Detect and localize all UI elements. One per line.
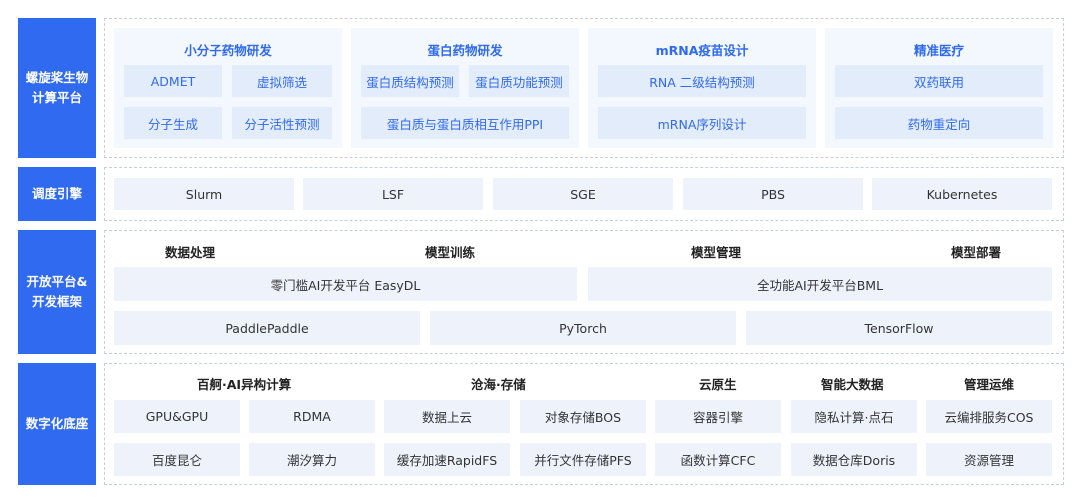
box-virtual-screening: 虚拟筛选 — [232, 65, 332, 97]
box-pytorch: PyTorch — [430, 311, 736, 345]
box-protein-structure: 蛋白质结构预测 — [361, 65, 459, 97]
row-label-digital-foundation: 数字化底座 — [18, 363, 96, 485]
box-drug-combination: 双药联用 — [835, 65, 1043, 97]
row-label-scheduling: 调度引擎 — [18, 167, 96, 221]
box-molecule-generation: 分子生成 — [124, 107, 222, 139]
header-storage: 沧海·存储 — [471, 377, 526, 392]
box-mrna-sequence: mRNA序列设计 — [598, 107, 806, 139]
box-rdma: RDMA — [249, 400, 375, 433]
box-bml: 全功能AI开发平台BML — [588, 267, 1052, 301]
group-protein: 蛋白药物研发 蛋白质结构预测 蛋白质功能预测 蛋白质与蛋白质相互作用PPI — [351, 28, 579, 148]
open-platform-panel: 数据处理 模型训练 模型管理 模型部署 零门槛AI开发平台 EasyDL 全功能… — [104, 230, 1064, 354]
header-model-deployment: 模型部署 — [951, 245, 1002, 260]
bio-panel: 小分子药物研发 ADMET 虚拟筛选 分子生成 分子活性预测 蛋白药物研发 蛋白… — [104, 18, 1064, 158]
box-kubernetes: Kubernetes — [872, 178, 1052, 210]
header-data-processing: 数据处理 — [165, 245, 216, 260]
box-data-to-cloud: 数据上云 — [384, 400, 510, 433]
header-model-management: 模型管理 — [691, 245, 742, 260]
header-ai-compute: 百舸·AI异构计算 — [197, 377, 292, 392]
box-lsf: LSF — [303, 178, 483, 210]
box-drug-repurposing: 药物重定向 — [835, 107, 1043, 139]
row-scheduling: 调度引擎 Slurm LSF SGE PBS Kubernetes — [18, 167, 1064, 221]
header-model-training: 模型训练 — [425, 245, 476, 260]
row-open-platform: 开放平台& 开发框架 数据处理 模型训练 模型管理 模型部署 零门槛AI开发平台… — [18, 230, 1064, 354]
group-small-molecule: 小分子药物研发 ADMET 虚拟筛选 分子生成 分子活性预测 — [114, 28, 342, 148]
box-molecule-activity: 分子活性预测 — [232, 107, 332, 139]
row-digital-foundation: 数字化底座 百舸·AI异构计算 沧海·存储 云原生 智能大数据 管理运维 GPU… — [18, 363, 1064, 485]
row-label-open-platform: 开放平台& 开发框架 — [18, 230, 96, 354]
box-gpu: GPU&GPU — [114, 400, 240, 433]
box-pbs: PBS — [683, 178, 863, 210]
box-resource-management: 资源管理 — [926, 443, 1052, 476]
box-tidal-compute: 潮汐算力 — [249, 443, 375, 476]
box-pfs: 并行文件存储PFS — [520, 443, 646, 476]
box-tensorflow: TensorFlow — [746, 311, 1052, 345]
box-rna-structure: RNA 二级结构预测 — [598, 65, 806, 97]
header-big-data: 智能大数据 — [821, 377, 884, 392]
box-kunlun: 百度昆仑 — [114, 443, 240, 476]
box-rapidfs: 缓存加速RapidFS — [384, 443, 510, 476]
box-doris: 数据仓库Doris — [791, 443, 917, 476]
box-paddlepaddle: PaddlePaddle — [114, 311, 420, 345]
row-label-bio: 螺旋桨生物 计算平台 — [18, 18, 96, 158]
box-easydl: 零门槛AI开发平台 EasyDL — [114, 267, 577, 301]
group-precision-medicine: 精准医疗 双药联用 药物重定向 — [825, 28, 1053, 148]
box-protein-function: 蛋白质功能预测 — [469, 65, 569, 97]
group-title: mRNA疫苗设计 — [655, 43, 749, 58]
box-privacy-compute: 隐私计算·点石 — [791, 400, 917, 433]
group-title: 精准医疗 — [913, 43, 964, 58]
header-cloud-native: 云原生 — [699, 377, 737, 392]
group-title: 小分子药物研发 — [184, 43, 272, 58]
box-cfc: 函数计算CFC — [655, 443, 781, 476]
group-mrna: mRNA疫苗设计 RNA 二级结构预测 mRNA序列设计 — [588, 28, 816, 148]
box-admet: ADMET — [124, 65, 222, 97]
scheduling-panel: Slurm LSF SGE PBS Kubernetes — [104, 167, 1064, 221]
digital-foundation-panel: 百舸·AI异构计算 沧海·存储 云原生 智能大数据 管理运维 GPU&GPU R… — [104, 363, 1064, 485]
box-cos: 云编排服务COS — [926, 400, 1052, 433]
row-bio-platform: 螺旋桨生物 计算平台 小分子药物研发 ADMET 虚拟筛选 分子生成 分子活性预… — [18, 18, 1064, 158]
box-sge: SGE — [493, 178, 673, 210]
group-title: 蛋白药物研发 — [427, 43, 503, 58]
header-ops: 管理运维 — [964, 377, 1015, 392]
box-slurm: Slurm — [114, 178, 294, 210]
box-bos: 对象存储BOS — [520, 400, 646, 433]
box-ppi: 蛋白质与蛋白质相互作用PPI — [361, 107, 569, 139]
box-container-engine: 容器引擎 — [655, 400, 781, 433]
